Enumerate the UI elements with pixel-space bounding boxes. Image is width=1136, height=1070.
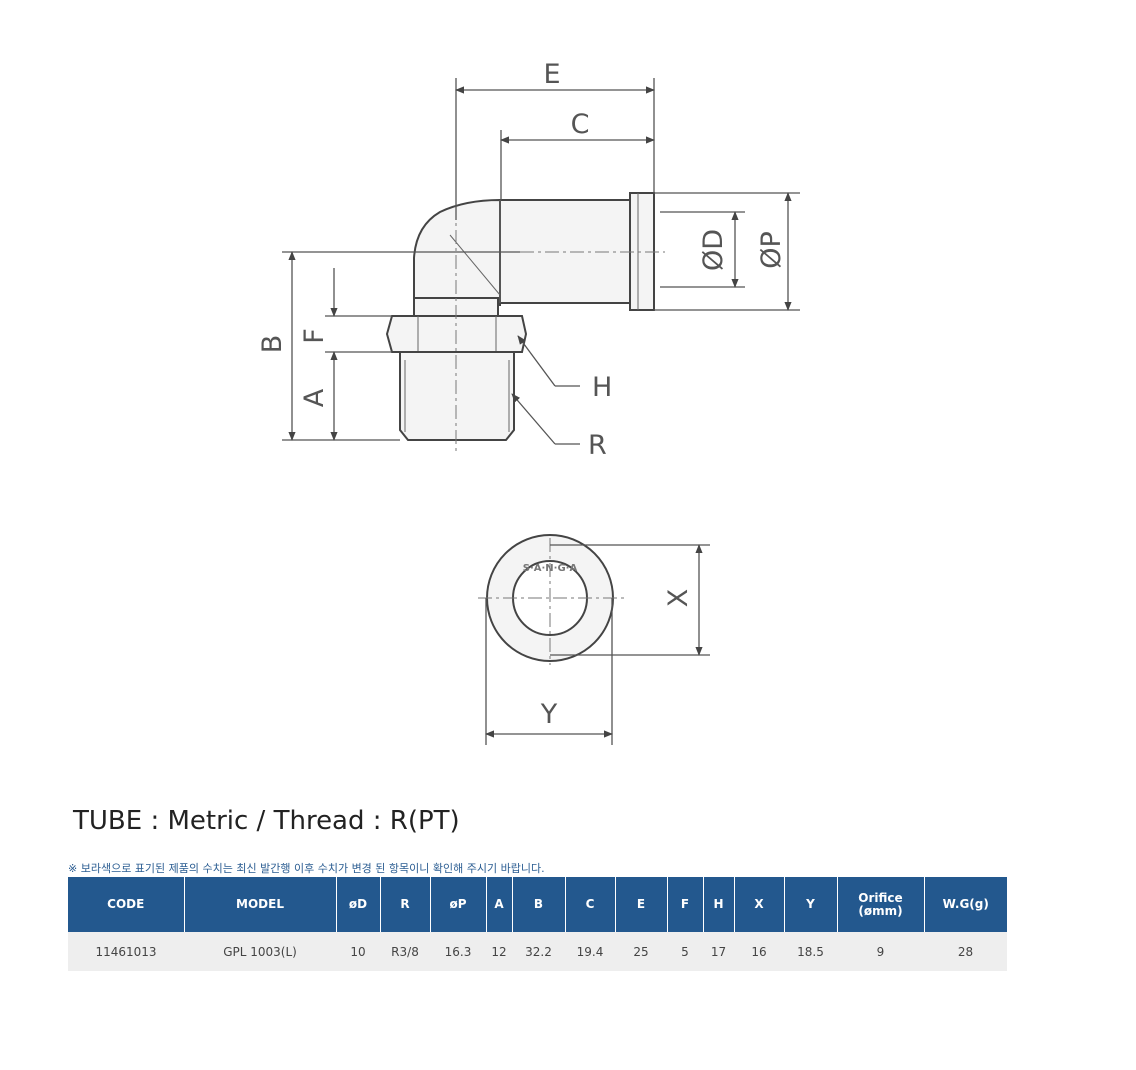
leader-r: R bbox=[511, 393, 607, 461]
header-c: C bbox=[565, 877, 616, 932]
cell-op: 16.3 bbox=[430, 932, 486, 971]
cell-e: 25 bbox=[615, 932, 667, 971]
cell-c: 19.4 bbox=[565, 932, 615, 971]
dimension-e: E bbox=[455, 59, 655, 220]
label-c: C bbox=[571, 109, 590, 140]
label-a: A bbox=[299, 388, 330, 407]
cell-a: 12 bbox=[486, 932, 512, 971]
leader-h: H bbox=[517, 335, 612, 403]
dimension-od: ØD bbox=[660, 211, 745, 288]
header-a: A bbox=[486, 877, 513, 932]
dimension-b: B bbox=[257, 251, 520, 441]
cell-weight: 28 bbox=[924, 932, 1007, 971]
label-od: ØD bbox=[698, 229, 729, 271]
label-r: R bbox=[588, 430, 607, 461]
header-x: X bbox=[734, 877, 785, 932]
table-row: 11461013 GPL 1003(L) 10 R3/8 16.3 12 32.… bbox=[68, 932, 1007, 971]
header-model: MODEL bbox=[184, 877, 337, 932]
header-h: H bbox=[703, 877, 735, 932]
cell-code: 11461013 bbox=[68, 932, 184, 971]
label-op: ØP bbox=[756, 231, 787, 269]
table-header-row: CODE MODEL øD R øP A B C E F H X Y Orifi… bbox=[68, 877, 1007, 932]
cell-od: 10 bbox=[336, 932, 380, 971]
cell-h: 17 bbox=[703, 932, 734, 971]
spec-heading: TUBE : Metric / Thread : R(PT) bbox=[73, 806, 460, 836]
header-code: CODE bbox=[68, 877, 185, 932]
fitting-front-view: S·A·N·G·A bbox=[478, 534, 625, 665]
label-f: F bbox=[299, 328, 330, 344]
dimension-x: X bbox=[550, 544, 710, 656]
header-r: R bbox=[380, 877, 431, 932]
label-h: H bbox=[592, 372, 612, 403]
spec-table: CODE MODEL øD R øP A B C E F H X Y Orifi… bbox=[68, 877, 1007, 971]
cell-orifice: 9 bbox=[837, 932, 924, 971]
notice-text: ※ 보라색으로 표기된 제품의 수치는 최신 발간행 이후 수치가 변경 된 항… bbox=[68, 862, 545, 875]
label-x: X bbox=[663, 589, 694, 608]
cell-r: R3/8 bbox=[380, 932, 430, 971]
label-b: B bbox=[257, 335, 288, 354]
dimension-y: Y bbox=[485, 598, 613, 745]
cell-f: 5 bbox=[667, 932, 703, 971]
cell-b: 32.2 bbox=[512, 932, 565, 971]
dimension-c: C bbox=[500, 109, 655, 200]
cell-model: GPL 1003(L) bbox=[184, 932, 336, 971]
label-y: Y bbox=[540, 699, 558, 730]
header-op: øP bbox=[430, 877, 487, 932]
header-f: F bbox=[667, 877, 704, 932]
header-orifice: Orifice (ømm) bbox=[837, 877, 925, 932]
header-y: Y bbox=[784, 877, 838, 932]
label-e: E bbox=[543, 59, 560, 90]
cell-y: 18.5 bbox=[784, 932, 837, 971]
header-od: øD bbox=[336, 877, 381, 932]
dimension-op: ØP bbox=[654, 192, 800, 311]
header-b: B bbox=[512, 877, 566, 932]
dimension-a: A bbox=[299, 351, 338, 441]
dimension-f: F bbox=[299, 268, 392, 353]
cell-x: 16 bbox=[734, 932, 784, 971]
technical-drawing: E C ØD ØP B F A H bbox=[257, 59, 800, 745]
header-weight: W.G(g) bbox=[924, 877, 1007, 932]
header-e: E bbox=[615, 877, 668, 932]
elbow-fitting-side-view bbox=[385, 192, 665, 452]
